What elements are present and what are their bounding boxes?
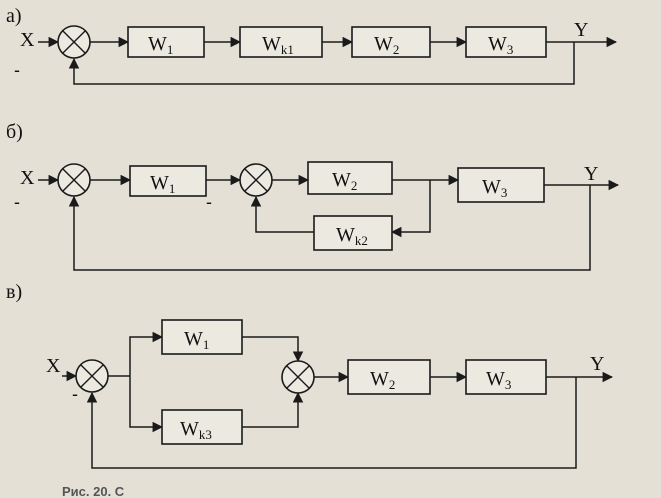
diagram-b: б) X - W1 - W2 W3 Y Wk2 xyxy=(6,121,620,271)
svg-text:Wk2: Wk2 xyxy=(336,224,368,248)
input-label-a: X xyxy=(20,29,35,51)
block-w2-a xyxy=(351,26,431,58)
output-label-b: Y xyxy=(584,163,598,185)
summing-junction-b1 xyxy=(57,163,91,197)
part-label-b: б) xyxy=(6,121,23,143)
output-label-c: Y xyxy=(590,353,604,375)
block-w2-b xyxy=(307,161,393,195)
output-label-a: Y xyxy=(574,19,588,41)
minus-sign-c: - xyxy=(72,384,78,404)
input-label-c: X xyxy=(46,355,61,377)
svg-text:W3: W3 xyxy=(488,33,513,57)
svg-text:W2: W2 xyxy=(332,169,357,193)
block-wk1-a xyxy=(239,26,323,58)
diagram-c: в) X - W1 Wk3 W2 W3 Y xyxy=(6,281,614,469)
svg-text:W1: W1 xyxy=(184,328,209,352)
block-w1-a xyxy=(127,26,205,58)
block-wk2-b xyxy=(313,215,393,251)
part-label-a: а) xyxy=(6,5,22,27)
svg-text:W1: W1 xyxy=(150,172,175,196)
svg-text:W2: W2 xyxy=(374,33,399,57)
block-w3-c xyxy=(465,359,547,395)
svg-text:W3: W3 xyxy=(486,368,511,392)
svg-text:W2: W2 xyxy=(370,368,395,392)
svg-text:W1: W1 xyxy=(148,33,173,57)
svg-text:Wk1: Wk1 xyxy=(262,33,294,57)
block-wk3-c xyxy=(161,409,243,445)
summing-junction-c1 xyxy=(75,359,109,393)
block-w3-a xyxy=(465,26,547,58)
svg-text:W3: W3 xyxy=(482,176,507,200)
svg-text:Wk3: Wk3 xyxy=(180,418,212,442)
part-label-v: в) xyxy=(6,281,22,303)
input-label-b: X xyxy=(20,167,35,189)
block-w1-c xyxy=(161,319,243,355)
diagram-a: а) X - W1 Wk1 W2 W3 Y xyxy=(6,5,618,85)
summing-junction-a xyxy=(57,25,91,59)
summing-junction-b2 xyxy=(239,163,273,197)
minus-sign-a: - xyxy=(14,60,20,80)
summing-junction-c2 xyxy=(281,360,315,394)
minus-sign-b: - xyxy=(14,192,20,212)
figure-caption: Рис. 20. С xyxy=(62,484,125,498)
block-w1-b xyxy=(129,165,207,197)
minus-sign-b2: - xyxy=(206,192,212,212)
